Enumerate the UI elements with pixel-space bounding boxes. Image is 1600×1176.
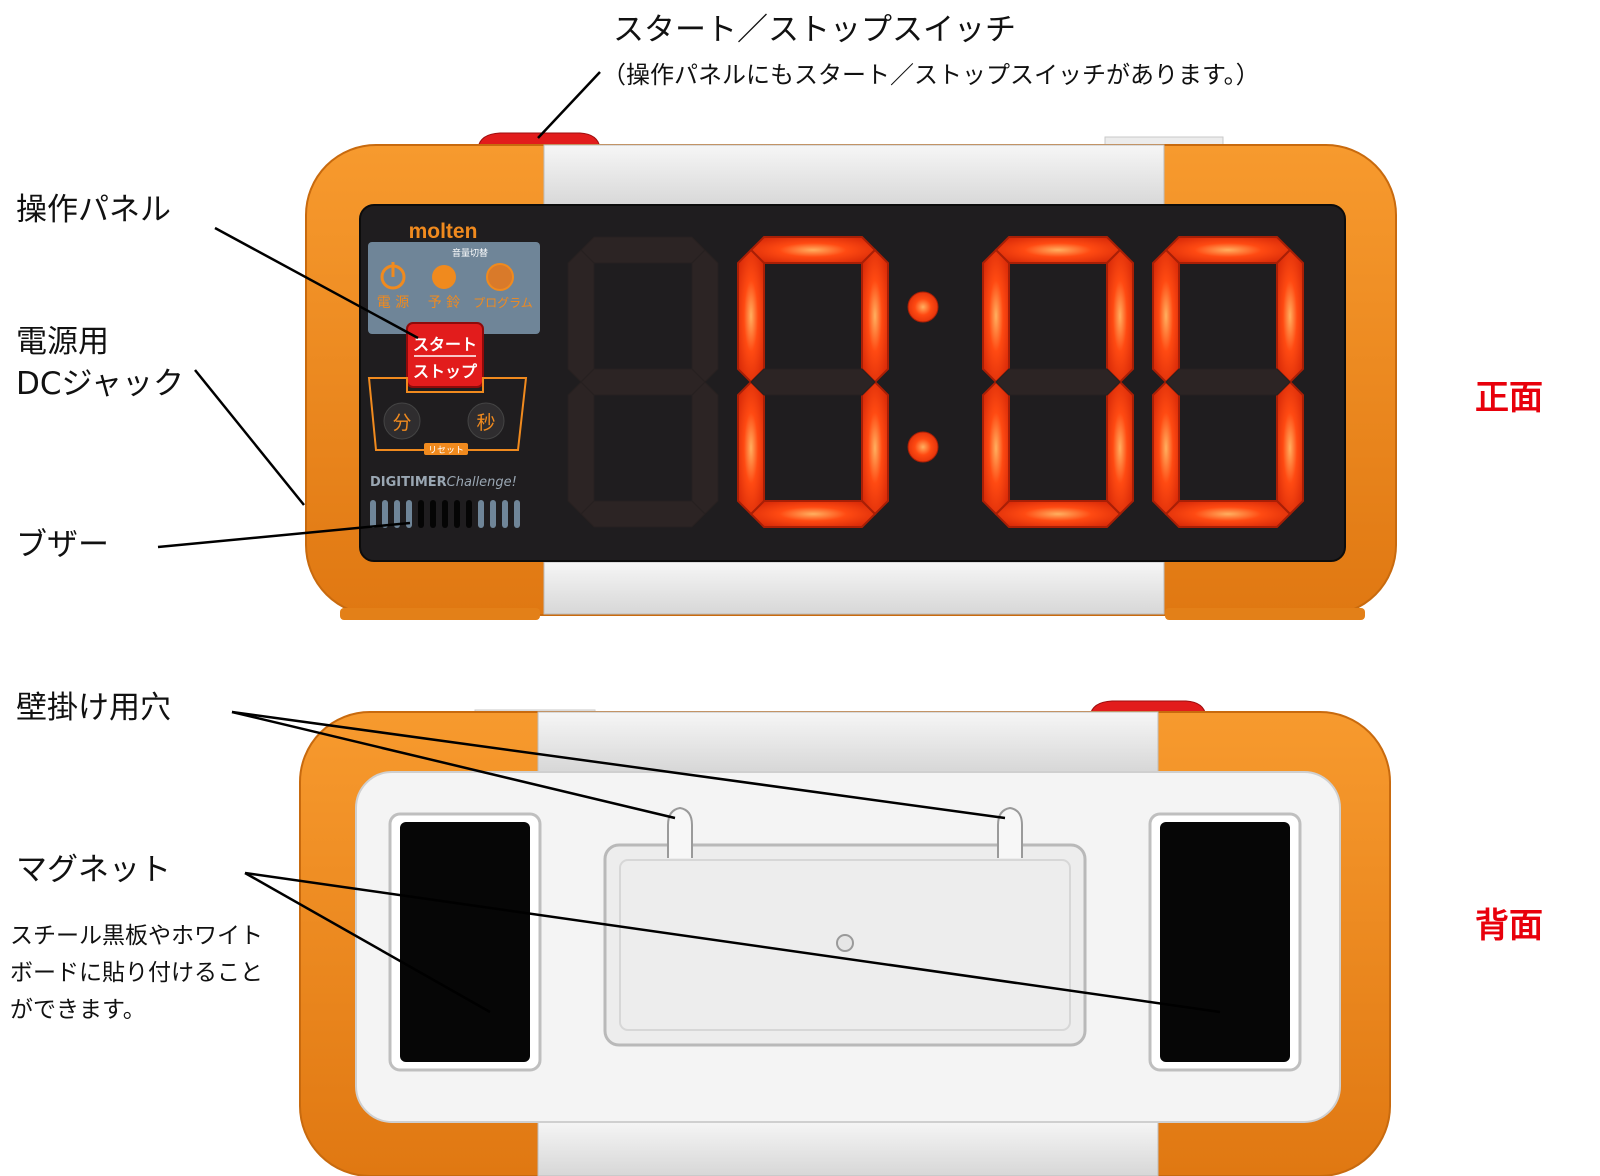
label-dc-jack-2: DCジャック bbox=[16, 366, 184, 402]
label-magnet: マグネット bbox=[16, 852, 171, 888]
front-top-white-bar bbox=[543, 144, 1165, 208]
digit-1-segment-b bbox=[691, 249, 719, 383]
digit-3-segment-c bbox=[1106, 380, 1134, 516]
front-bottom-white-bar bbox=[543, 561, 1165, 615]
leader-dc-jack bbox=[194, 369, 305, 506]
digit-3-segment-e bbox=[982, 380, 1010, 516]
buzzer-grille bbox=[370, 500, 520, 528]
digit-2-segment-f bbox=[737, 248, 765, 384]
grille-slot bbox=[406, 500, 412, 528]
volume-label: 音量切替 bbox=[452, 247, 488, 259]
digit-2-segment-b bbox=[861, 248, 889, 384]
second-label: 秒 bbox=[476, 412, 495, 434]
magnet-right bbox=[1148, 812, 1302, 1072]
label-buzzer: ブザー bbox=[16, 527, 109, 563]
digit-1-segment-g bbox=[580, 368, 706, 396]
wall-hook-right bbox=[997, 806, 1023, 858]
digit-4-segment-b bbox=[1276, 248, 1304, 384]
digit-4-segment-e bbox=[1152, 380, 1180, 516]
colon-dot-1 bbox=[907, 291, 939, 323]
grille-slot bbox=[502, 500, 508, 528]
grille-slot bbox=[430, 500, 436, 528]
label-dc-jack-1: 電源用 bbox=[16, 324, 109, 360]
time-display bbox=[567, 236, 1304, 528]
digit-2-segment-e bbox=[737, 380, 765, 516]
grille-slot bbox=[442, 500, 448, 528]
start-label: スタート bbox=[413, 335, 477, 354]
digit-2-segment-d bbox=[749, 500, 877, 528]
digit-2-segment-c bbox=[861, 380, 889, 516]
label-start-stop-note: （操作パネルにもスタート／ストップスイッチがあります。） bbox=[602, 61, 1260, 89]
label-control-panel: 操作パネル bbox=[16, 192, 171, 228]
preset-label: 予 鈴 bbox=[428, 295, 460, 311]
front-timer: molten 音量切替 電 源 予 鈴 プログラム スタート ストップ bbox=[305, 132, 1397, 620]
grille-slot bbox=[478, 500, 484, 528]
digit-3-segment-d bbox=[994, 500, 1122, 528]
grille-slot bbox=[514, 500, 520, 528]
preset-button[interactable]: 予 鈴 bbox=[428, 265, 460, 311]
digit-2-segment-a bbox=[749, 236, 877, 264]
digit-4-segment-a bbox=[1164, 236, 1292, 264]
digit-2-segment-g bbox=[750, 368, 876, 396]
digit-1-segment-f bbox=[567, 249, 595, 383]
colon-dot-2 bbox=[907, 431, 939, 463]
power-button[interactable]: 電 源 bbox=[377, 262, 409, 311]
stop-label: ストップ bbox=[413, 362, 478, 381]
leader-lines bbox=[157, 71, 1221, 1014]
grille-slot bbox=[466, 500, 472, 528]
label-magnet-desc: スチール黒板やホワイトボードに貼り付けることができます。 bbox=[10, 923, 263, 1023]
digit-4-segment-f bbox=[1152, 248, 1180, 384]
back-bottom-white-bar bbox=[537, 1119, 1159, 1176]
grille-slot bbox=[490, 500, 496, 528]
minute-button[interactable]: 分 bbox=[383, 402, 421, 440]
digit-1-segment-e bbox=[567, 381, 595, 515]
label-front: 正面 bbox=[1475, 378, 1543, 418]
digit-1-segment-a bbox=[580, 236, 706, 264]
power-label: 電 源 bbox=[377, 295, 409, 311]
min-sec-outline bbox=[367, 377, 528, 451]
reset-label: リセット bbox=[428, 445, 464, 456]
back-timer bbox=[299, 700, 1391, 1176]
model-name: DIGITIMERChallenge! bbox=[370, 475, 517, 490]
back-top-white-bar bbox=[537, 711, 1159, 773]
magnet-left bbox=[388, 812, 542, 1072]
foot-right bbox=[1165, 608, 1365, 620]
digit-1-segment-d bbox=[580, 500, 706, 528]
digit-3-segment-g bbox=[995, 368, 1121, 396]
minute-label: 分 bbox=[392, 412, 411, 434]
program-button[interactable]: プログラム bbox=[473, 263, 533, 310]
label-start-stop: スタート／ストップスイッチ bbox=[613, 12, 1016, 48]
leader-hook-left bbox=[231, 710, 676, 820]
panel-start-stop-button[interactable]: スタート ストップ bbox=[406, 322, 484, 388]
leader-magnet-left bbox=[244, 871, 491, 1014]
program-label: プログラム bbox=[473, 296, 533, 310]
program-icon bbox=[486, 263, 514, 291]
leader-start-stop bbox=[537, 71, 601, 139]
leader-buzzer bbox=[157, 521, 411, 549]
digit-3-segment-a bbox=[994, 236, 1122, 264]
label-wall-hook: 壁掛け用穴 bbox=[16, 690, 171, 726]
digit-1-segment-c bbox=[691, 381, 719, 515]
label-back: 背面 bbox=[1475, 906, 1543, 946]
grille-slot bbox=[382, 500, 388, 528]
digit-4-segment-c bbox=[1276, 380, 1304, 516]
grille-slot bbox=[370, 500, 376, 528]
leader-magnet-right bbox=[244, 871, 1221, 1014]
digit-4-segment-g bbox=[1165, 368, 1291, 396]
leader-hook-right bbox=[231, 710, 1006, 820]
grille-slot bbox=[394, 500, 400, 528]
wall-hook-left bbox=[667, 806, 693, 858]
leader-control-panel bbox=[214, 226, 419, 340]
bell-icon bbox=[432, 265, 456, 289]
foot-left bbox=[340, 608, 540, 620]
brand-logo: molten bbox=[409, 220, 478, 243]
digit-3-segment-f bbox=[982, 248, 1010, 384]
digit-4-segment-d bbox=[1164, 500, 1292, 528]
grille-slot bbox=[418, 500, 424, 528]
second-button[interactable]: 秒 bbox=[467, 402, 505, 440]
digit-3-segment-b bbox=[1106, 248, 1134, 384]
center-hole bbox=[836, 934, 854, 952]
grille-slot bbox=[454, 500, 460, 528]
